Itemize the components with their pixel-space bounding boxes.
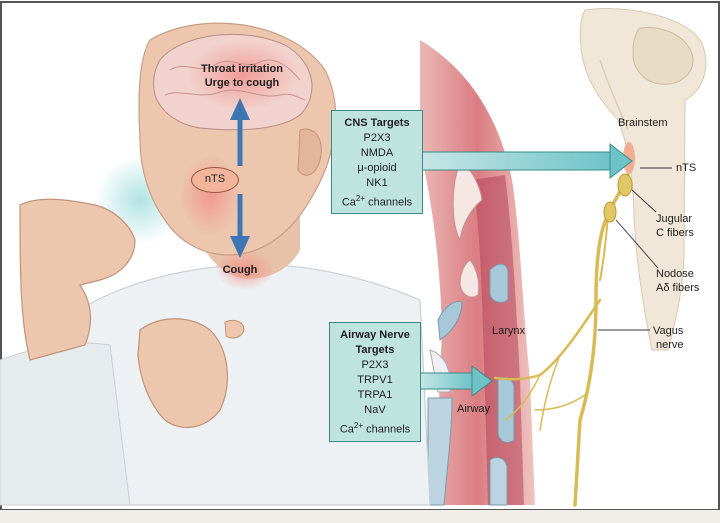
frame-footer-strip (0, 510, 720, 523)
cns-target-item: μ-opioid (332, 161, 422, 176)
brainstem-label: Brainstem (618, 117, 668, 130)
ca-superscript: 2+ (354, 421, 363, 430)
ca-superscript: 2+ (356, 194, 365, 203)
airway-target-item: NaV (330, 403, 420, 418)
airway-label: Airway (457, 403, 490, 416)
ca-text: Ca (340, 424, 354, 436)
nodose-label-line2: Aδ fibers (656, 282, 699, 295)
jugular-label-line2: C fibers (656, 227, 694, 240)
airway-targets-title-line2: Targets (330, 343, 420, 358)
cough-label: Cough (210, 264, 270, 277)
cns-target-item: NMDA (332, 146, 422, 161)
airway-target-ca-channels: Ca2+ channels (330, 418, 420, 438)
airway-target-item: TRPA1 (330, 388, 420, 403)
brain-label-urge-to-cough: Urge to cough (196, 77, 288, 90)
cns-targets-box: CNS Targets P2X3 NMDA μ-opioid NK1 Ca2+ … (331, 110, 423, 214)
channels-text: channels (365, 197, 412, 209)
vagus-label-line2: nerve (656, 339, 684, 352)
airway-targets-title-line1: Airway Nerve (330, 328, 420, 343)
vagus-label-line1: Vagus (653, 325, 683, 338)
cns-target-item: NK1 (332, 176, 422, 191)
cns-targets-title: CNS Targets (332, 116, 422, 131)
cns-target-item: P2X3 (332, 131, 422, 146)
airway-target-item: TRPV1 (330, 373, 420, 388)
cns-target-ca-channels: Ca2+ channels (332, 191, 422, 211)
airway-target-item: P2X3 (330, 358, 420, 373)
ca-text: Ca (342, 197, 356, 209)
airway-targets-box: Airway Nerve Targets P2X3 TRPV1 TRPA1 Na… (329, 322, 421, 442)
brain-label-throat-irritation: Throat irritation (196, 63, 288, 76)
larynx-label: Larynx (492, 325, 525, 338)
jugular-label-line1: Jugular (656, 213, 692, 226)
channels-text: channels (363, 424, 410, 436)
nts-oval-label: nTS (191, 167, 239, 193)
nodose-label-line1: Nodose (656, 268, 694, 281)
nts-label: nTS (676, 162, 696, 175)
